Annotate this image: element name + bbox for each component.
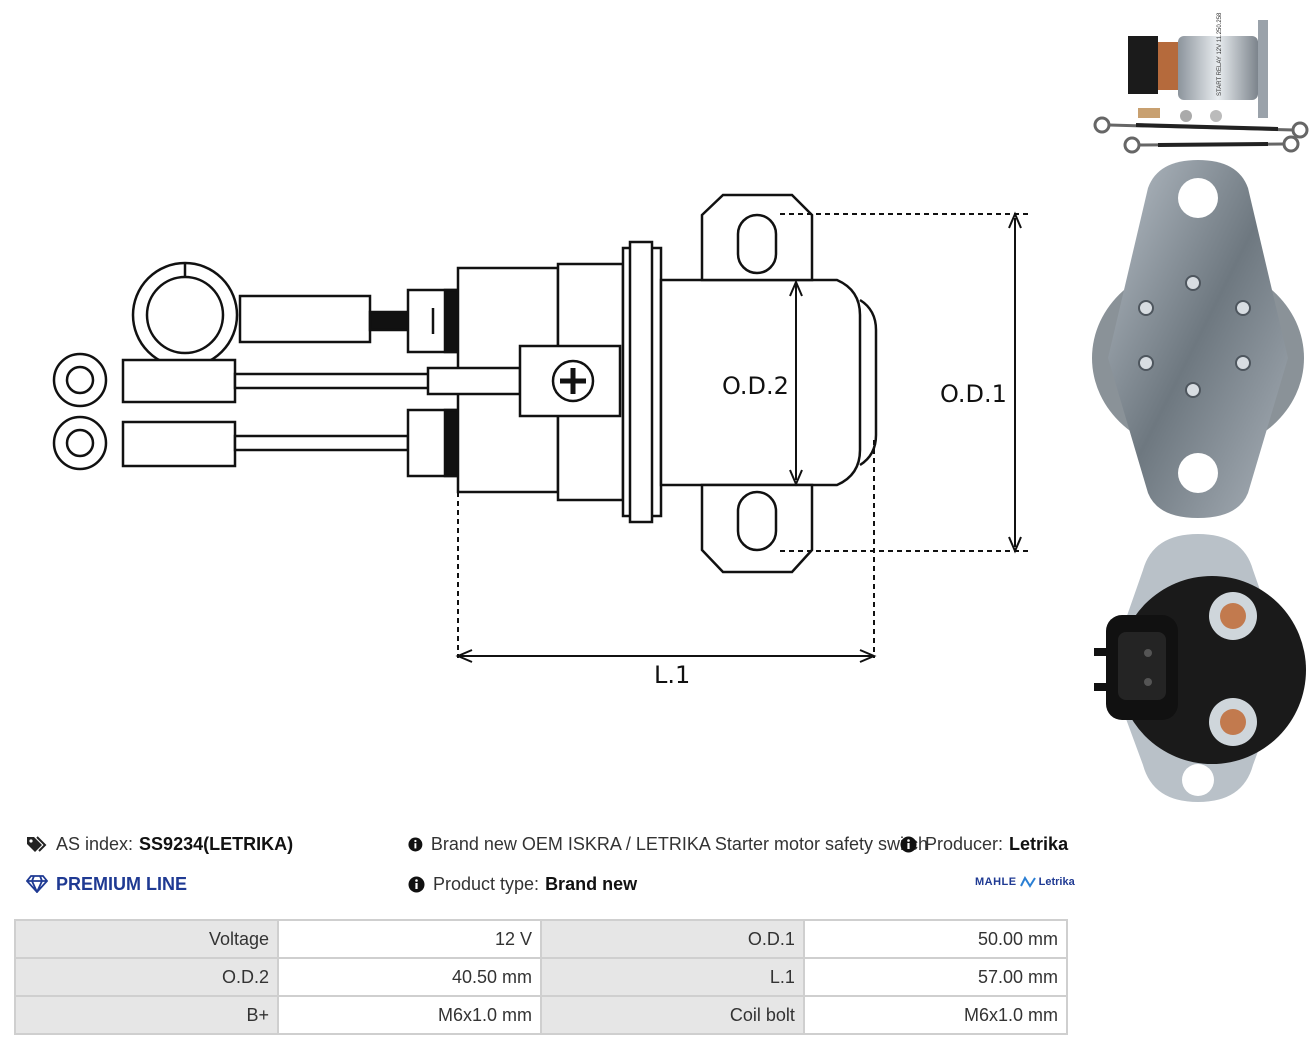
product-type: Product type: Brand new [408,873,637,895]
od1-label: O.D.1 [940,380,1007,408]
table-row: Voltage 12 V O.D.1 50.00 mm [13,919,1069,959]
spec-key: B+ [13,995,280,1035]
spec-value: M6x1.0 mm [802,995,1069,1035]
product-type-label: Product type: [433,874,540,894]
product-type-value: Brand new [545,874,638,894]
table-row: O.D.2 40.50 mm L.1 57.00 mm [13,957,1069,997]
od2-label: O.D.2 [722,372,789,400]
info-icon [900,836,917,852]
producer-label: Producer: [925,834,1004,854]
specifications-table: Voltage 12 V O.D.1 50.00 mm O.D.2 40.50 … [13,919,1069,1035]
product-description: Brand new OEM ISKRA / LETRIKA Starter mo… [408,833,928,855]
cable-sleeve-mid [121,358,237,404]
product-photo-back [1092,160,1304,518]
spec-value: 57.00 mm [802,957,1069,997]
spec-key: Coil bolt [540,995,805,1035]
diamond-icon [26,875,48,893]
logo-mahle-text: MAHLE [975,876,1017,888]
premium-line-badge: PREMIUM LINE [26,873,187,895]
brand-logo: MAHLE Letrika [975,876,1075,888]
as-index-label: AS index: [56,834,134,854]
spec-value: M6x1.0 mm [277,995,543,1035]
l1-label: L.1 [654,661,690,689]
producer: Producer: Letrika [900,833,1068,855]
product-photo-kit: START RELAY 12V 11.250.258 [1093,12,1309,154]
table-row: B+ M6x1.0 mm Coil bolt M6x1.0 mm [13,995,1069,1035]
as-index-value: SS9234(LETRIKA) [139,834,294,854]
spec-value: 50.00 mm [802,919,1069,959]
product-photo-front [1094,534,1306,802]
cable-sleeve-top [238,294,372,344]
info-icon [408,876,425,892]
spec-key: O.D.2 [13,957,280,997]
solenoid-housing [659,278,862,487]
logo-wave-icon [1019,876,1036,888]
description-text: Brand new OEM ISKRA / LETRIKA Starter mo… [430,834,928,854]
spec-key: O.D.1 [540,919,805,959]
spec-value: 40.50 mm [277,957,543,997]
cable-sleeve-bot [121,420,237,468]
logo-letrika-text: Letrika [1038,876,1075,888]
tags-icon [27,836,47,852]
producer-value: Letrika [1009,834,1069,854]
spec-key: Voltage [13,919,280,959]
as-index: AS index: SS9234(LETRIKA) [26,833,293,855]
technical-drawing: O.D.2 O.D.1 L.1 [52,193,1030,689]
relay-label: START RELAY 12V 11.250.258 [1217,12,1223,96]
spec-value: 12 V [277,919,543,959]
info-icon [408,837,423,851]
spec-key: L.1 [540,957,805,997]
premium-line-label: PREMIUM LINE [56,874,188,894]
